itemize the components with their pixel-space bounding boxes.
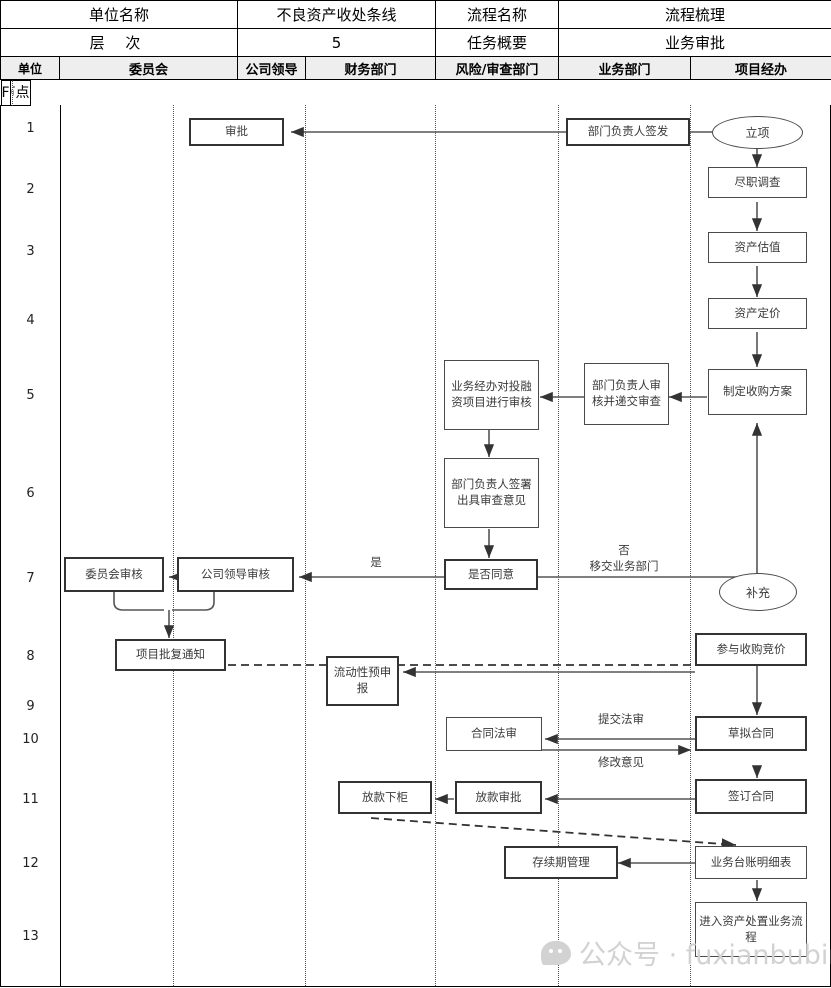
row-number: 2 — [26, 182, 35, 197]
row-number: 4 — [26, 313, 35, 328]
row-number: 5 — [26, 388, 35, 403]
flowchart-board: 1 2 3 4 5 6 7 8 9 10 11 12 13 — [0, 105, 831, 987]
lane-divider-a-b — [173, 105, 174, 986]
unit-name-label: 单位名称 — [0, 0, 239, 29]
header-row-dept: 单位 委员会 公司领导 财务部门 风险/审查部门 业务部门 项目经办 — [0, 56, 831, 80]
lane-divider-d-e — [558, 105, 559, 986]
node-dept-head-opinion[interactable]: 部门负责人签署出具审查意见 — [444, 458, 539, 528]
task-summary-value: 业务审批 — [558, 28, 831, 57]
dept-committee: 委员会 — [58, 56, 239, 80]
node-business-review[interactable]: 业务经办对投融资项目进行审核 — [444, 360, 539, 430]
row-number-column — [1, 105, 61, 986]
node-agree-decision[interactable]: 是否同意 — [444, 559, 538, 590]
node-business-ledger[interactable]: 业务台账明细表 — [695, 846, 807, 879]
node-code-f: F — [0, 80, 11, 106]
dept-business: 业务部门 — [558, 56, 692, 80]
node-contract-legal-review[interactable]: 合同法审 — [446, 717, 542, 751]
wechat-icon — [541, 940, 571, 965]
header-table: 单位名称 不良资产收处条线 流程名称 流程梳理 层 次 5 任务概要 业务审批 … — [0, 0, 831, 106]
row-number: 9 — [26, 699, 35, 714]
row-number: 10 — [22, 732, 39, 747]
row-number: 7 — [26, 571, 35, 586]
unit-col-label: 单位 — [0, 56, 60, 80]
edge-label-transfer-to-business: 移交业务部门 — [589, 559, 659, 573]
dept-project-handler: 项目经办 — [690, 56, 831, 80]
node-dept-head-review-submit[interactable]: 部门负责人审核并递交审查 — [584, 363, 669, 425]
node-sign-contract[interactable]: 签订合同 — [695, 779, 807, 814]
node-loan-approval[interactable]: 放款审批 — [455, 781, 542, 814]
row-number: 8 — [26, 649, 35, 664]
node-supplement[interactable]: 补充 — [719, 573, 797, 611]
node-asset-pricing[interactable]: 资产定价 — [708, 298, 807, 329]
node-duration-management[interactable]: 存续期管理 — [504, 846, 618, 879]
row-number: 13 — [22, 929, 39, 944]
node-dept-head-sign[interactable]: 部门负责人签发 — [566, 118, 690, 146]
node-approve[interactable]: 审批 — [189, 118, 284, 146]
edge-label-revision-opinion: 修改意见 — [598, 755, 644, 769]
node-company-leader-review[interactable]: 公司领导审核 — [177, 557, 294, 592]
edge-label-submit-legal: 提交法审 — [598, 712, 644, 726]
row-number: 1 — [26, 121, 35, 136]
dept-risk-audit: 风险/审查部门 — [435, 56, 560, 80]
watermark: 公众号 · fuxianbubin — [541, 933, 831, 972]
node-asset-disposal[interactable]: 进入资产处置业务流程 — [695, 902, 807, 957]
row-number: 6 — [26, 486, 35, 501]
node-loan-disbursement[interactable]: 放款下柜 — [338, 781, 432, 814]
node-asset-valuation[interactable]: 资产估值 — [708, 232, 807, 263]
lane-divider-b-c — [305, 105, 306, 986]
edge-label-yes: 是 — [370, 555, 382, 569]
watermark-text: 公众号 · fuxianbubin — [579, 940, 831, 971]
row-number: 3 — [26, 244, 35, 259]
row-number: 12 — [22, 856, 39, 871]
lane-divider-c-d — [435, 105, 436, 986]
row-number: 11 — [22, 792, 39, 807]
dept-finance: 财务部门 — [305, 56, 437, 80]
unit-name-value: 不良资产收处条线 — [237, 0, 437, 29]
header-row-2: 层 次 5 任务概要 业务审批 — [0, 28, 831, 57]
node-bidding[interactable]: 参与收购竞价 — [695, 633, 807, 666]
dept-company-leader: 公司领导 — [237, 56, 307, 80]
lane-divider-e-f — [690, 105, 691, 986]
header-row-node: 节点 A B C D E F — [0, 80, 831, 106]
task-summary-label: 任务概要 — [435, 28, 560, 57]
node-liquidity-pre-report[interactable]: 流动性预申报 — [326, 656, 399, 706]
process-name-label: 流程名称 — [435, 0, 560, 29]
process-name-value: 流程梳理 — [558, 0, 831, 29]
node-due-diligence[interactable]: 尽职调查 — [708, 167, 807, 198]
node-acquisition-plan[interactable]: 制定收购方案 — [708, 369, 807, 415]
node-project-initiation[interactable]: 立项 — [712, 116, 803, 149]
level-value: 5 — [237, 28, 437, 57]
node-committee-review[interactable]: 委员会审核 — [64, 557, 164, 592]
node-project-approval-notice[interactable]: 项目批复通知 — [115, 639, 226, 671]
level-label: 层 次 — [0, 28, 239, 57]
node-draft-contract[interactable]: 草拟合同 — [695, 716, 807, 751]
edge-label-no: 否 — [618, 543, 630, 557]
header-row-1: 单位名称 不良资产收处条线 流程名称 流程梳理 — [0, 0, 831, 29]
